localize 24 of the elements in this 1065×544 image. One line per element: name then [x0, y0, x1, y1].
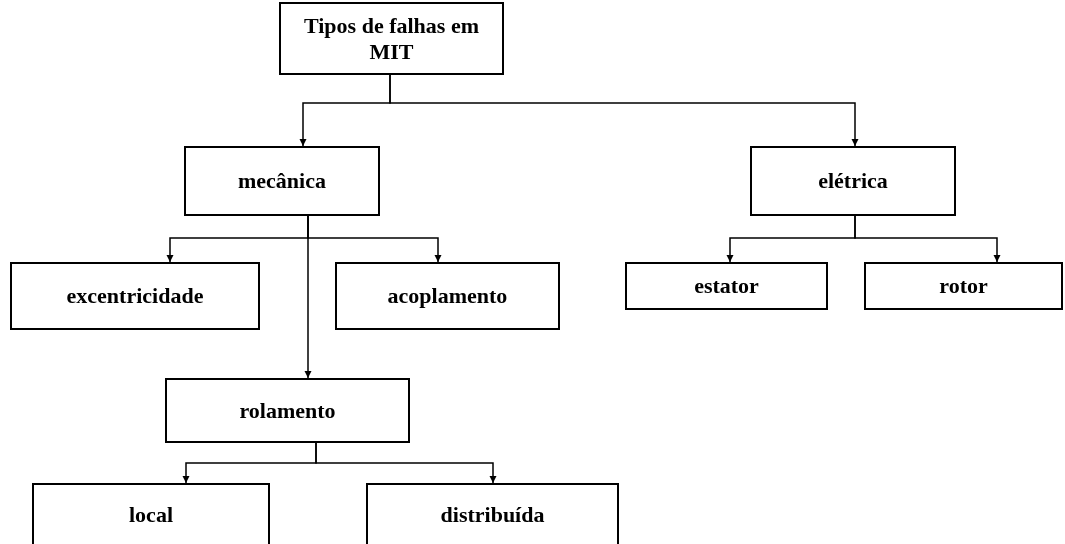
category-box: [335, 262, 560, 330]
category-box: [32, 483, 270, 544]
arrow: [389, 74, 859, 147]
category-box: [184, 146, 380, 216]
category-label: rotor: [939, 273, 988, 299]
category-label: elétrica: [818, 168, 888, 194]
category-label: rolamento: [239, 397, 336, 424]
category-box: [625, 262, 828, 310]
category-label: excentricidade: [66, 283, 204, 309]
category-label: distribuída: [440, 502, 545, 528]
category-box: [10, 262, 260, 330]
category-label: mecânica: [238, 168, 326, 194]
arrow: [304, 215, 312, 379]
arrow: [854, 215, 1001, 263]
category-label: Tipos de falhas em MIT: [303, 12, 480, 65]
category-box: [864, 262, 1063, 310]
arrow: [315, 442, 497, 484]
category-label: estator: [694, 273, 759, 299]
category-box: [279, 2, 504, 75]
category-box: [750, 146, 956, 216]
category-label: acoplamento: [387, 283, 508, 309]
category-box: [366, 483, 619, 544]
category-box: [165, 378, 410, 443]
category-label: local: [129, 502, 173, 528]
